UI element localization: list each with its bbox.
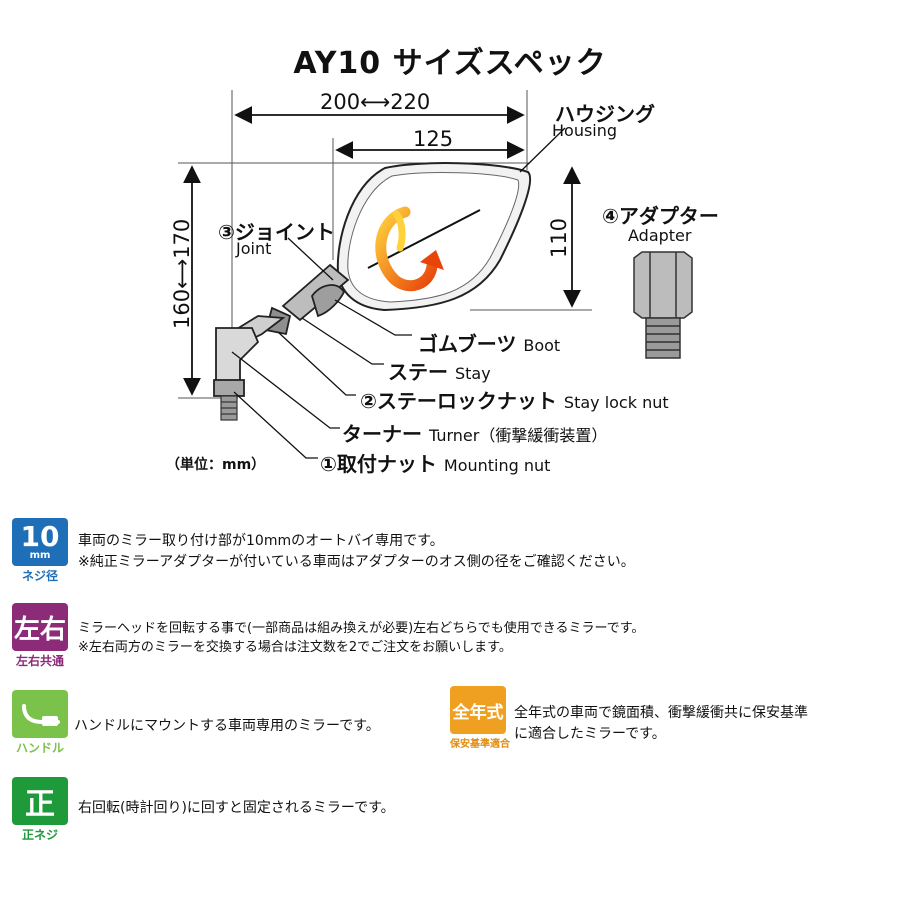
left-right-badge-caption: 左右共通 — [15, 654, 64, 668]
mounting-nut-label-en: Mounting nut — [443, 456, 551, 475]
right-thread-badge: 正 正ネジ — [12, 777, 68, 843]
turner-label: ターナー Turner（衝撃緩衝装置） — [342, 418, 607, 447]
unit-label: （単位：mm） — [166, 457, 266, 473]
mounting-nut-label-jp: ①取付ナット — [320, 452, 437, 476]
stay-lock-nut-label-en: Stay lock nut — [563, 393, 669, 412]
rotation-icon — [375, 206, 444, 292]
left-right-description: ミラーヘッドを回転する事で(一部商品は組み換えが必要)左右どちらでも使用できるミ… — [78, 619, 644, 657]
handle-badge-caption: ハンドル — [15, 741, 64, 755]
left-right-line-1: ミラーヘッドを回転する事で(一部商品は組み換えが必要)左右どちらでも使用できるミ… — [78, 621, 645, 636]
thread-10mm-description: 車両のミラー取り付け部が10mmのオートバイ専用です。 ※純正ミラーアダプターが… — [78, 531, 635, 573]
all-year-badge: 全年式 保安基準適合 — [450, 686, 510, 750]
all-year-badge-box: 全年式 — [450, 686, 506, 734]
mirror-diagram — [178, 90, 693, 459]
boot-label-jp: ゴムブーツ — [418, 332, 517, 356]
thread-10mm-badge-number: 10 — [20, 520, 60, 553]
handlebar-icon — [22, 704, 60, 726]
stay-label-en: Stay — [454, 364, 491, 383]
handle-description: ハンドルにマウントする車両専用のミラーです。 — [74, 716, 380, 737]
boot-label: ゴムブーツ Boot — [418, 328, 560, 357]
mirror-housing — [336, 162, 532, 312]
right-thread-badge-box: 正 — [12, 777, 68, 825]
thread-10mm-line-1: 車両のミラー取り付け部が10mmのオートバイ専用です。 — [78, 533, 444, 549]
right-thread-description: 右回転(時計回り)に回すと固定されるミラーです。 — [78, 798, 395, 819]
adapter-illustration — [633, 251, 693, 359]
turner-label-en: Turner（衝撃緩衝装置） — [428, 426, 608, 445]
all-year-line-1: 全年式の車両で鏡面積、衝撃緩衝共に保安基準 — [514, 705, 808, 721]
all-year-description: 全年式の車両で鏡面積、衝撃緩衝共に保安基準 に適合したミラーです。 — [514, 703, 808, 745]
all-year-badge-caption: 保安基準適合 — [450, 739, 510, 750]
leader-lines — [231, 127, 566, 459]
right-thread-line-1: 右回転(時計回り)に回すと固定されるミラーです。 — [78, 800, 395, 816]
handle-line-1: ハンドルにマウントする車両専用のミラーです。 — [74, 718, 380, 734]
handle-badge-box — [12, 690, 68, 738]
width-total-label: 200⟷220 — [320, 90, 431, 114]
adapter-label: ④アダプター — [602, 204, 719, 228]
stay-label: ステー Stay — [388, 356, 491, 385]
height-head-label: 110 — [547, 217, 571, 259]
mounting-nut-label: ①取付ナット Mounting nut — [320, 448, 550, 477]
stay-lock-nut-label-jp: ②ステーロックナット — [360, 389, 557, 413]
handle-badge: ハンドル — [12, 690, 68, 756]
joint-label: ③ジョイント — [218, 220, 335, 244]
adapter-label-en: Adapter — [628, 226, 692, 245]
width-head-label: 125 — [413, 127, 454, 151]
housing-label: ハウジング — [555, 102, 655, 126]
thread-10mm-badge: 10 mm ネジ径 — [12, 518, 68, 584]
stay-label-jp: ステー — [388, 360, 448, 384]
boot-label-en: Boot — [523, 336, 561, 355]
thread-10mm-badge-caption: ネジ径 — [21, 569, 58, 583]
thread-10mm-badge-unit: mm — [29, 550, 51, 561]
all-year-line-2: に適合したミラーです。 — [514, 726, 666, 742]
joint-label-en: Joint — [236, 239, 272, 258]
left-right-badge-box: 左右 — [12, 603, 68, 651]
thread-10mm-badge-box: 10 mm — [12, 518, 68, 566]
height-total-label: 160⟷170 — [170, 218, 194, 329]
stay-lock-nut-label: ②ステーロックナット Stay lock nut — [360, 385, 669, 414]
turner-label-jp: ターナー — [342, 422, 422, 446]
thread-10mm-line-2: ※純正ミラーアダプターが付いている車両はアダプターのオス側の径をご確認ください。 — [78, 554, 635, 570]
turner-body — [213, 327, 260, 397]
left-right-line-2: ※左右両方のミラーを交換する場合は注文数を2でご注文をお願いします。 — [78, 640, 512, 655]
mounting-bolt — [220, 395, 238, 421]
right-thread-badge-caption: 正ネジ — [21, 828, 58, 842]
housing-label-en: Housing — [552, 121, 618, 140]
page-title: AY10 サイズスペック — [293, 46, 607, 81]
left-right-badge: 左右 左右共通 — [12, 603, 68, 669]
